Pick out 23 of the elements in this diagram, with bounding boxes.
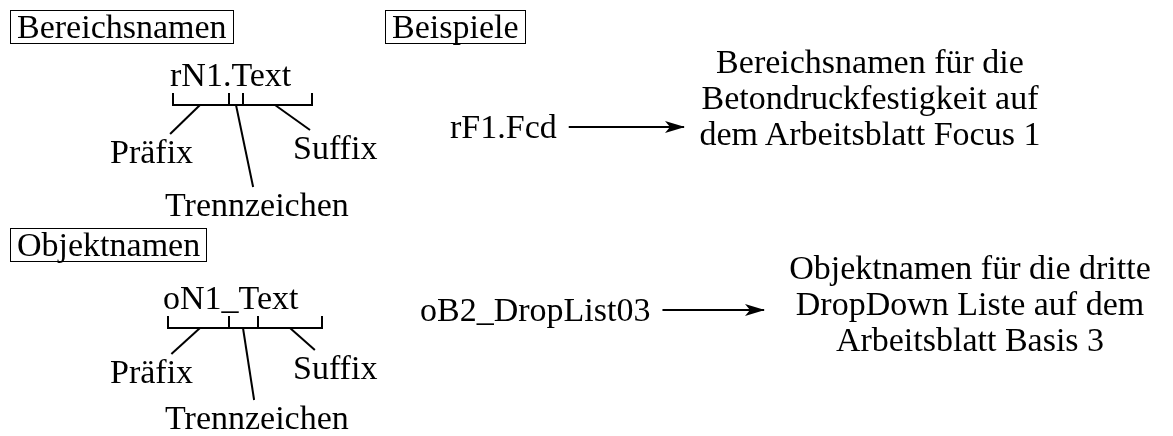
part-label: Präfix — [110, 134, 194, 170]
section-heading: Beispiele — [385, 10, 526, 44]
section-heading: Objektnamen — [10, 228, 208, 262]
part-label: Suffix — [293, 130, 378, 166]
arrow — [661, 304, 765, 316]
leader-line — [274, 104, 311, 131]
name-pattern: rN1.Text — [170, 57, 292, 93]
arrow — [567, 121, 685, 133]
leader-line — [170, 327, 201, 355]
example-name: oB2_DropList03 — [420, 292, 651, 328]
description-text: Objektnamen für die dritte DropDown Liste auf dem Arbeitsblatt Basis 3 — [770, 250, 1170, 358]
part-label: Trennzeichen — [165, 400, 349, 436]
leader-line — [289, 327, 316, 351]
part-label: Trennzeichen — [165, 187, 349, 223]
description-text: Bereichsnamen für die Betondruckfestigkeit auf dem Arbeitsblatt Focus 1 — [690, 44, 1050, 152]
name-pattern: oN1_Text — [163, 280, 299, 316]
leader-line — [242, 327, 256, 401]
section-heading: Bereichsnamen — [10, 10, 234, 44]
leader-line — [169, 104, 201, 135]
example-name: rF1.Fcd — [450, 109, 557, 145]
part-label: Präfix — [110, 354, 194, 390]
part-label: Suffix — [293, 350, 378, 386]
leader-line — [235, 104, 255, 188]
